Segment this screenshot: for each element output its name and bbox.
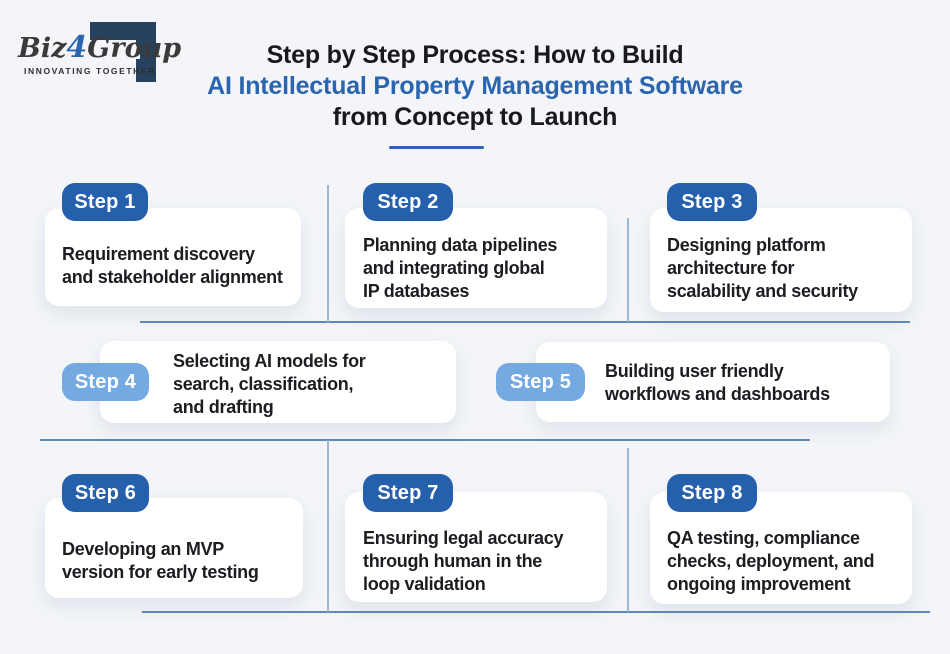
title-underline-divider [389,146,484,149]
bracket-logo-notch [130,46,140,59]
step-badge-6: Step 6 [62,474,149,512]
column-divider-row1-b [627,218,629,322]
row-divider-1 [140,321,910,323]
step-description-8: QA testing, compliance checks, deploymen… [667,528,875,594]
brand-wordmark-number: 4 [66,30,88,65]
step-card-3 [650,208,912,312]
brand-tagline: INNOVATING TOGETHER [24,66,156,76]
step-card-4 [100,341,456,423]
step-card-2 [345,208,607,308]
step-badge-2: Step 2 [363,183,453,221]
step-badge-8: Step 8 [667,474,757,512]
brand-wordmark: Biz4Group [18,30,181,65]
column-divider-row1-a [327,185,329,322]
step-description-4: Selecting AI models for search, classifi… [173,351,366,417]
step-badge-4: Step 4 [62,363,149,401]
bracket-logo-cutout [90,40,136,82]
step-badge-5: Step 5 [496,363,585,401]
step-description-1: Requirement discovery and stakeholder al… [62,244,283,287]
page-title-line-1: Step by Step Process: How to Build [266,41,684,69]
row-divider-3 [142,611,930,613]
column-divider-row3-a [327,440,329,612]
bracket-logo-icon [90,22,156,82]
brand-wordmark-prefix: Biz [18,33,67,64]
step-badge-1: Step 1 [62,183,148,221]
page-title-line-2: AI Intellectual Property Management Soft… [207,72,743,100]
step-description-7: Ensuring legal accuracy through human in… [363,528,564,594]
step-card-6 [45,498,303,598]
step-description-6: Developing an MVP version for early test… [62,539,259,582]
page-title-line-3: from Concept to Launch [332,103,618,131]
step-description-5: Building user friendly workflows and das… [605,361,830,404]
step-card-5 [536,342,890,422]
brand-wordmark-suffix: Group [87,33,182,64]
brand-logo: Biz4Group INNOVATING TOGETHER [18,14,181,88]
step-badge-7: Step 7 [363,474,453,512]
step-badge-3: Step 3 [667,183,757,221]
step-card-1 [45,208,301,306]
column-divider-row3-b [627,448,629,612]
step-description-2: Planning data pipelines and integrating … [363,235,558,301]
step-description-3: Designing platform architecture for scal… [667,235,858,301]
row-divider-2 [40,439,810,441]
